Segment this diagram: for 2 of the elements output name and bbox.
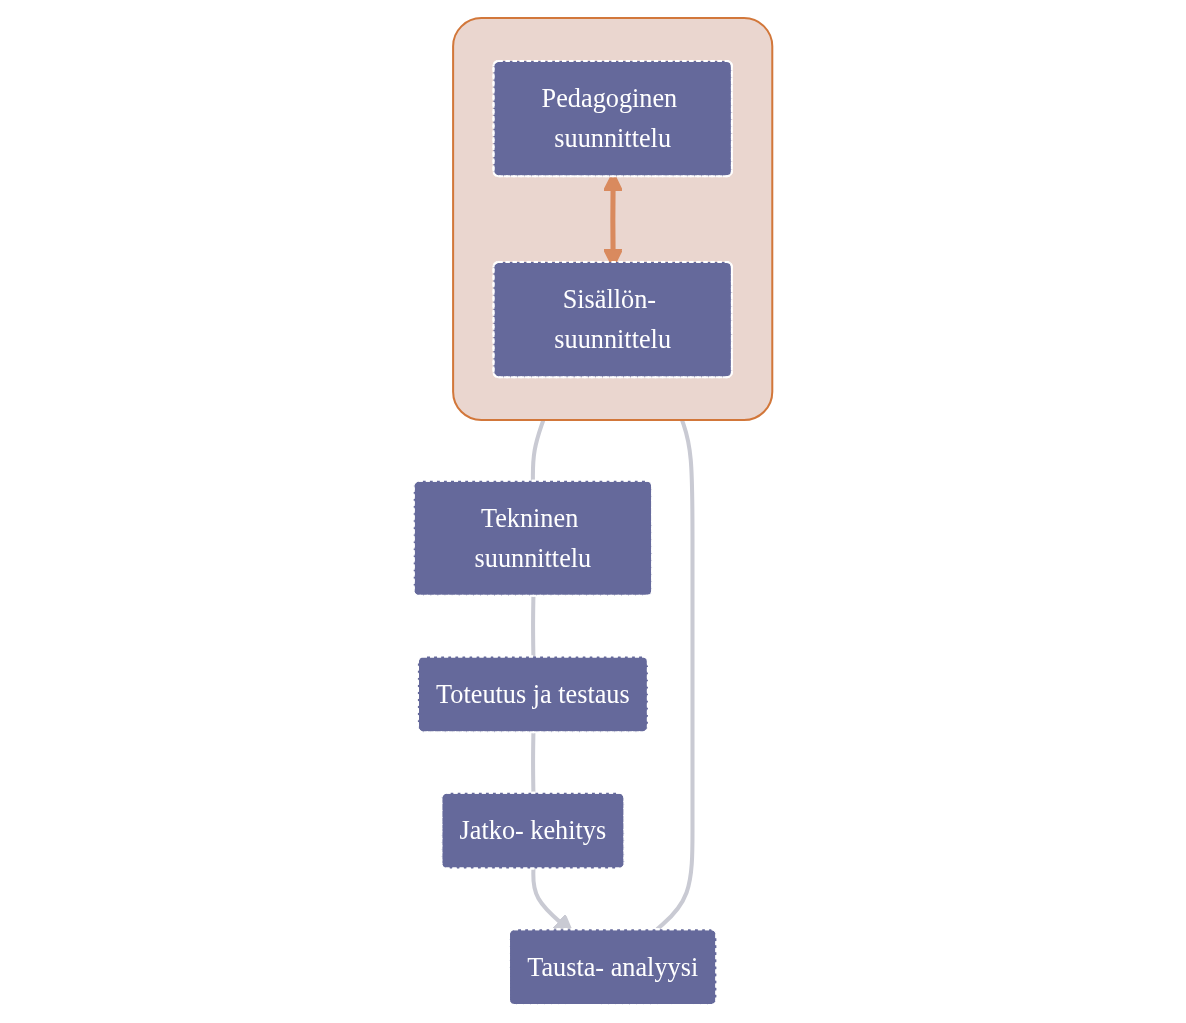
cluster <box>452 17 774 422</box>
connector <box>531 596 536 657</box>
